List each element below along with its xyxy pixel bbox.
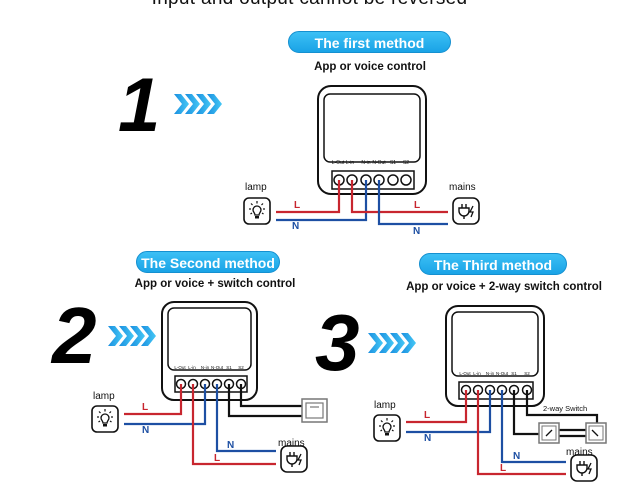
lightbulb-icon [243,197,271,225]
terminal-label: N-Out [496,371,509,376]
method-1-smart-switch: L-Out L-in N-in N-Out S1 S2 [317,85,427,195]
terminal-label: N-in [486,371,495,376]
method-1-mains-neutral-label: N [413,226,421,237]
terminal-label: L-Out [174,365,186,370]
method-2-mains-live-wire [191,384,276,466]
plug-icon [452,197,480,225]
method-1-mains-neutral-wire [377,180,448,226]
terminal-label: L-Out [459,371,471,376]
method-3-s1-wire [512,390,545,436]
plug-icon [280,445,308,473]
method-1-lamp-live-label: L [294,200,301,211]
method-2-smart-switch: L-Out L-in N-in N-Out S1 S2 [161,301,258,401]
wall-switch-icon [301,398,328,423]
method-3-number: 3 [315,298,360,387]
method-3-lamp-live-wire [406,390,468,424]
terminal-label: S1 [226,365,232,370]
lightbulb-icon [91,405,119,433]
method-3-switch-label: 2-way Switch [543,404,588,413]
method-3-mains-live-label: L [500,463,507,474]
terminal-label: S2 [238,365,244,370]
lightbulb-icon [373,414,401,442]
chevrons-right-icon [174,94,222,114]
method-3-title: The Third method [419,253,567,275]
chevrons-right-icon [368,333,416,353]
terminal-label: L-in [473,371,481,376]
terminal-label: N-in [361,160,370,166]
method-2-lamp-live-wire [124,384,183,416]
terminal-label: N-Out [211,365,224,370]
terminal-label: S1 [511,371,517,376]
method-3-smart-switch: L-Out L-in N-in N-Out S1 S2 [445,305,545,407]
terminal-label: L-Out [332,160,345,166]
method-1-title: The first method [288,31,451,53]
method-2-lamp-live-label: L [142,402,149,413]
method-3-mains-label: mains [566,447,593,458]
plug-icon [570,454,598,482]
method-1-lamp-live-wire [276,180,341,214]
method-2-mains-neutral-label: N [227,440,235,451]
method-3-lamp-live-label: L [424,410,431,421]
method-1-lamp-label: lamp [245,182,267,193]
terminal-label: N-in [201,365,210,370]
method-1-lamp-neutral-wire [276,180,368,222]
terminal-label: S2 [524,371,530,376]
wiring-caption: Input and output cannot be reversed [0,0,619,10]
method-2-lamp-neutral-label: N [142,425,150,436]
method-2-mains-label: mains [278,438,305,449]
terminal-label: L-in [346,160,355,166]
method-3-subtitle: App or voice + 2-way switch control [406,281,602,293]
method-1-number: 1 [118,63,161,148]
method-3-lamp-neutral-wire [406,390,492,434]
method-2-lamp-label: lamp [93,391,115,402]
method-3-lamp-label: lamp [374,400,396,411]
method-2-lamp-neutral-wire [124,384,207,426]
wall-switch-icon [538,422,560,444]
method-2-subtitle: App or voice + switch control [134,278,296,290]
method-2-title: The Second method [136,251,280,273]
method-3-lamp-neutral-label: N [424,433,432,444]
method-1-mains-live-wire [350,180,448,214]
method-1-subtitle: App or voice control [314,61,426,73]
method-2-mains-neutral-wire [215,384,276,453]
method-2-number: 2 [52,291,97,380]
method-1-mains-live-label: L [414,200,421,211]
method-2-mains-live-label: L [214,453,221,464]
chevrons-right-icon [108,326,156,346]
method-2-s2-wire [239,384,302,408]
method-3-mains-live-wire [476,390,566,476]
terminal-label: N-Out [372,160,386,166]
wall-switch-icon [585,422,607,444]
method-3-mains-neutral-wire [500,390,566,464]
terminal-label: S2 [403,160,409,166]
terminal-label: L-in [188,365,196,370]
method-1-mains-label: mains [449,182,476,193]
method-3-mains-neutral-label: N [513,451,521,462]
method-2-s1-wire [227,384,302,418]
method-1-lamp-neutral-label: N [292,221,300,232]
terminal-label: S1 [390,160,396,166]
